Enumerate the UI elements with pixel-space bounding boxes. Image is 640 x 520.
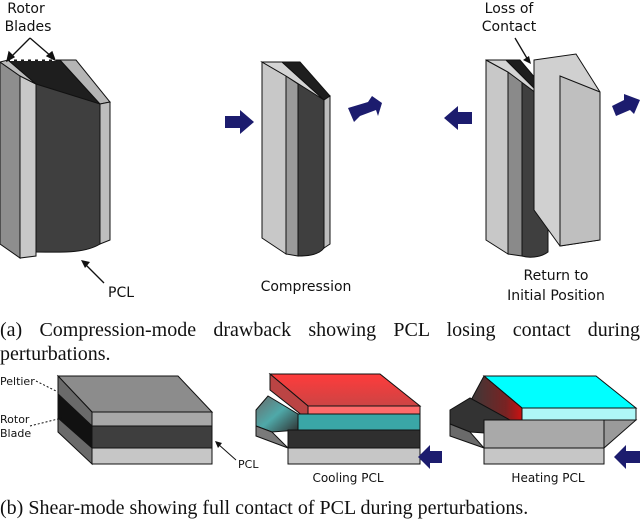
heat-front-pcl: [483, 447, 605, 465]
peltier-pointer: [35, 380, 59, 393]
comp-blade-right: [323, 95, 331, 249]
label-rotor-blades-2: Blades: [5, 19, 52, 35]
label-cooling: Cooling PCL: [312, 471, 383, 485]
comp-blade-left: [261, 61, 287, 255]
cool-front-glow: [297, 413, 421, 431]
comp-pcl-left: [285, 75, 299, 257]
label-peltier: Peltier: [0, 375, 35, 388]
pcl-b-pointer: [215, 441, 237, 461]
label-rotor-blades-1: Rotor: [7, 1, 45, 17]
assembly-initial: [0, 59, 111, 259]
cool-front-pcl: [287, 447, 421, 465]
label-pcl-b: PCL: [238, 458, 259, 471]
rotor-b-pointer: [29, 417, 63, 427]
compression-arrow-left: [225, 110, 254, 134]
cooling-arrow: [418, 445, 442, 469]
pcl-initial: [35, 78, 101, 253]
label-rotor-b-1: Rotor: [0, 413, 30, 426]
loss-pointer: [514, 37, 531, 64]
ret-pcl-left: [507, 71, 523, 257]
panel-b-diagram: Peltier Rotor Blade PCL Cooling PCL: [0, 372, 640, 485]
caption-panel-a: (a) Compression-mode drawback showing PC…: [0, 319, 640, 365]
heat-front-top: [521, 407, 637, 421]
caption-panel-b: (b) Shear-mode showing full contact of P…: [0, 497, 529, 519]
label-loss-1: Loss of: [485, 1, 535, 17]
shear-stack-heating: [449, 375, 638, 465]
heat-right-bevel: [603, 419, 638, 450]
blade-left-side: [0, 61, 21, 259]
label-pcl-a: PCL: [108, 285, 134, 301]
heat-front-blade: [483, 419, 605, 449]
stack-front-peltier: [91, 411, 213, 427]
label-compression: Compression: [261, 279, 352, 295]
return-arrow-right: [612, 94, 640, 116]
return-arrow-left: [444, 106, 472, 130]
cool-front-top: [307, 405, 421, 415]
label-return-2: Initial Position: [507, 288, 605, 304]
ret-blade-left: [485, 59, 509, 255]
pcl-pointer: [81, 260, 105, 284]
shear-stack-cooling: [255, 372, 422, 465]
assembly-return: [485, 53, 601, 258]
blade-left-front: [19, 75, 37, 259]
heating-arrow: [614, 445, 640, 469]
label-heating: Heating PCL: [511, 471, 584, 485]
rotor-blades-pointer: [6, 37, 57, 63]
assembly-compression: [260, 61, 331, 257]
label-loss-2: Contact: [482, 19, 537, 35]
stack-front-blade: [91, 425, 213, 449]
label-return-1: Return to: [524, 268, 589, 284]
label-rotor-b-2: Blade: [0, 427, 31, 440]
compression-arrow-right: [348, 96, 382, 122]
cool-front-blade: [287, 429, 421, 449]
comp-pcl: [297, 83, 325, 257]
shear-stack-static: [56, 374, 214, 466]
ret-blade-detached-face: [559, 75, 601, 247]
blade-right-front: [99, 101, 111, 245]
panel-a-diagram: Rotor Blades PCL Compression: [0, 1, 640, 304]
stack-front-pcl: [91, 447, 213, 465]
